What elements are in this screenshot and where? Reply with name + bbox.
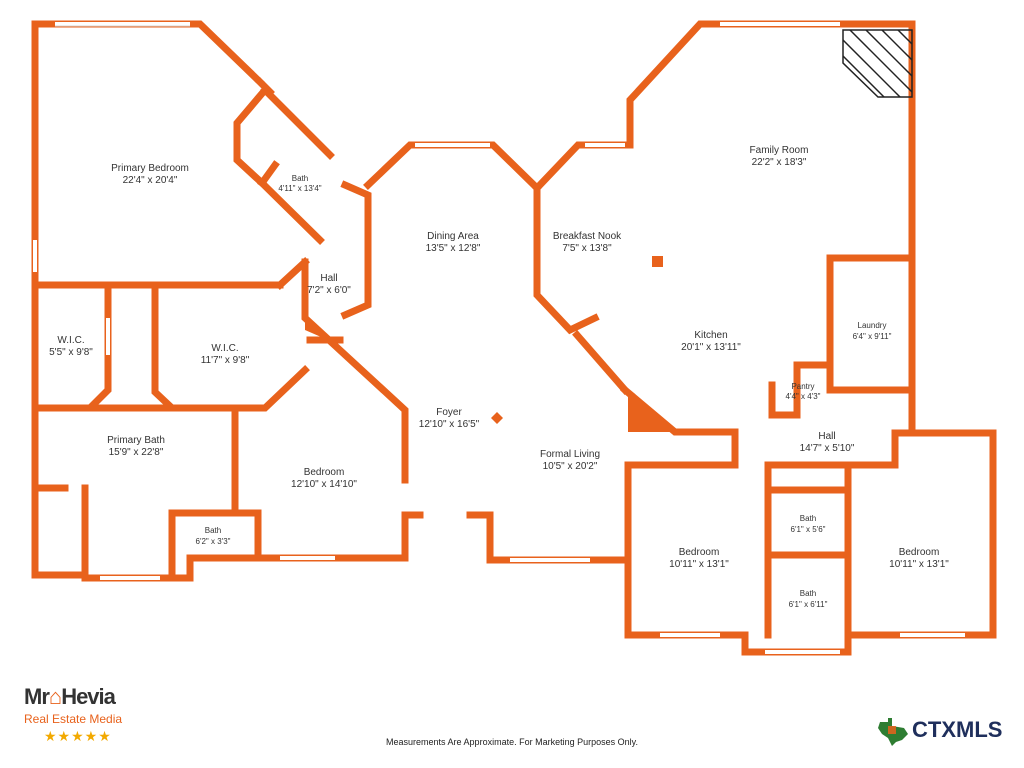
- room-dim: 13'5" x 12'8": [426, 243, 481, 254]
- room-name: Foyer: [436, 407, 462, 418]
- room-dim: 22'2" x 18'3": [752, 157, 807, 168]
- room-name: Bedroom: [304, 467, 345, 478]
- room-dim: 15'9" x 22'8": [109, 447, 164, 458]
- room-name: Pantry: [791, 382, 814, 391]
- texas-icon: [878, 718, 908, 746]
- room-name: Kitchen: [694, 330, 727, 341]
- ctxmls-logo: CTXMLS: [876, 716, 1006, 748]
- room-dim: 22'4" x 20'4": [123, 175, 178, 186]
- disclaimer-note: Measurements Are Approximate. For Market…: [386, 737, 638, 747]
- ctxmls-wordmark: CTXMLS: [912, 717, 1003, 742]
- fixtures: [305, 29, 913, 432]
- room-dim: 4'11" x 13'4": [278, 184, 321, 193]
- room-dim: 7'2" x 6'0": [307, 285, 351, 296]
- room-dim: 10'11" x 13'1": [889, 559, 949, 570]
- room-dim: 12'10" x 14'10": [291, 479, 357, 490]
- room-dim: 10'5" x 20'2": [543, 461, 598, 472]
- room-dim: 6'4" x 9'11": [853, 332, 892, 341]
- room-name: Bath: [800, 589, 816, 598]
- room-name: Bedroom: [899, 547, 940, 558]
- room-name: W.I.C.: [211, 343, 238, 354]
- room-dim: 10'11" x 13'1": [669, 559, 729, 570]
- house-icon: ⌂: [48, 684, 62, 709]
- room-dim: 6'1" x 5'6": [791, 525, 826, 534]
- room-name: Hall: [320, 273, 337, 284]
- room-name: Hall: [818, 431, 835, 442]
- room-name: Dining Area: [427, 231, 479, 242]
- room-dim: 6'2" x 3'3": [196, 537, 231, 546]
- brand-wordmark: Mr⌂Hevia: [24, 684, 116, 710]
- room-dim: 4'4" x 4'3": [786, 392, 821, 401]
- mr-hevia-logo: Mr⌂Hevia Real Estate Media ★★★★★: [24, 684, 144, 750]
- star-rating-icon: ★★★★★: [44, 728, 112, 744]
- room-dim: 14'7" x 5'10": [800, 443, 855, 454]
- room-dim: 5'5" x 9'8": [49, 347, 93, 358]
- room-name: Primary Bedroom: [111, 163, 189, 174]
- room-labels: Primary Bedroom 22'4" x 20'4" Bath 4'11"…: [49, 145, 949, 609]
- room-name: Formal Living: [540, 449, 600, 460]
- room-dim: 6'1" x 6'11": [789, 600, 828, 609]
- room-name: Bath: [292, 174, 308, 183]
- room-name: Breakfast Nook: [553, 231, 622, 242]
- brand-part-b: Hevia: [61, 684, 116, 709]
- brand-subtitle: Real Estate Media: [24, 712, 123, 726]
- room-name: W.I.C.: [57, 335, 84, 346]
- room-dim: 11'7" x 9'8": [201, 355, 250, 366]
- walls: [31, 20, 997, 656]
- room-name: Laundry: [858, 321, 887, 330]
- windows: [33, 22, 965, 654]
- room-dim: 7'5" x 13'8": [562, 243, 612, 254]
- room-dim: 12'10" x 16'5": [419, 419, 480, 430]
- brand-part-a: Mr: [24, 684, 50, 709]
- room-name: Family Room: [750, 145, 809, 156]
- room-name: Primary Bath: [107, 435, 165, 446]
- room-name: Bath: [800, 514, 816, 523]
- room-dim: 20'1" x 13'11": [681, 342, 741, 353]
- room-name: Bath: [205, 526, 221, 535]
- room-name: Bedroom: [679, 547, 720, 558]
